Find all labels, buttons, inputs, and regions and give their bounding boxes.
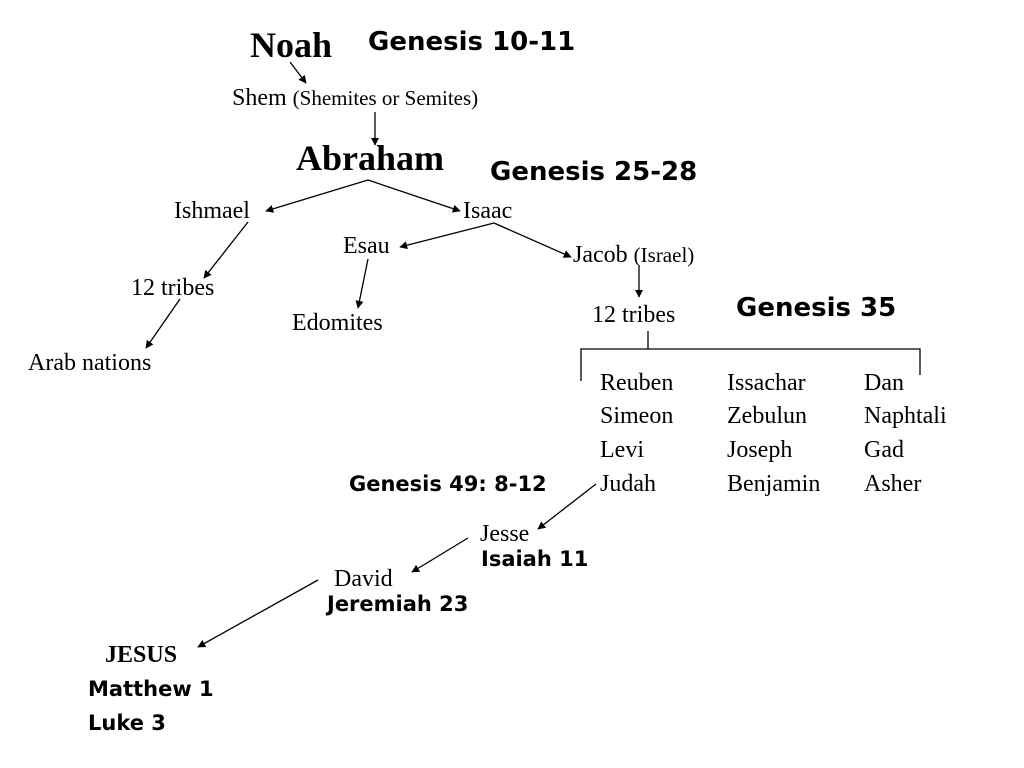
edomites-label: Edomites: [292, 310, 383, 336]
esau-label: Esau: [343, 233, 390, 259]
ishmael-tribes-label: 12 tribes: [131, 275, 215, 301]
jesus-label: JESUS: [105, 642, 178, 668]
arrow-esau-edomites: [355, 258, 369, 309]
abraham-label: Abraham: [296, 138, 445, 178]
tribe-benjamin: Benjamin: [727, 471, 821, 497]
ref-luke-3: Luke 3: [88, 711, 166, 735]
ref-isaiah-11: Isaiah 11: [481, 547, 589, 571]
arrow-david-jesus: [197, 579, 319, 648]
arrow-judah-jesse: [537, 483, 597, 530]
arrow-ishmael-tribes: [203, 221, 249, 279]
arrow-abraham-ishmael: [265, 179, 369, 213]
shem-label: Shem (Shemites or Semites): [232, 86, 478, 110]
arrow-jesse-david: [411, 537, 469, 573]
arrow-isaac-jacob: [493, 222, 572, 258]
tribe-issachar: Issachar: [727, 370, 806, 396]
jacob-tribes-label: 12 tribes: [592, 302, 676, 328]
tribe-levi: Levi: [600, 437, 644, 463]
jacob-name: Jacob: [573, 242, 628, 268]
tribe-naphtali: Naphtali: [864, 403, 947, 429]
arrow-tribes-arab-nations: [145, 298, 181, 349]
arrow-abraham-isaac: [367, 179, 461, 213]
tribe-simeon: Simeon: [600, 403, 674, 429]
ref-genesis-49: Genesis 49: 8-12: [349, 472, 547, 496]
ref-genesis-10-11: Genesis 10-11: [368, 27, 576, 57]
tribe-dan: Dan: [864, 370, 904, 396]
tribe-zebulun: Zebulun: [727, 403, 807, 429]
jacob-note: (Israel): [633, 243, 695, 267]
jacob-label: Jacob (Israel): [573, 243, 694, 267]
shem-note: (Shemites or Semites): [292, 86, 479, 110]
arrow-noah-shem: [289, 61, 307, 84]
noah-label: Noah: [250, 25, 333, 65]
tribe-gad: Gad: [864, 437, 904, 463]
ref-genesis-35: Genesis 35: [736, 293, 897, 323]
ishmael-label: Ishmael: [174, 198, 250, 224]
arab-nations-label: Arab nations: [28, 350, 152, 376]
tribes-bracket: [580, 348, 921, 381]
jesse-label: Jesse: [480, 521, 530, 547]
ref-jeremiah-23: Jeremiah 23: [327, 592, 469, 616]
tribe-joseph: Joseph: [727, 437, 793, 463]
tribe-reuben: Reuben: [600, 370, 674, 396]
arrow-isaac-esau: [399, 222, 495, 250]
ref-genesis-25-28: Genesis 25-28: [490, 157, 698, 187]
tribe-judah: Judah: [600, 471, 656, 497]
tribe-asher: Asher: [864, 471, 922, 497]
ref-matthew-1: Matthew 1: [88, 677, 214, 701]
david-label: David: [334, 566, 393, 592]
shem-name: Shem: [232, 85, 287, 111]
isaac-label: Isaac: [463, 198, 513, 224]
